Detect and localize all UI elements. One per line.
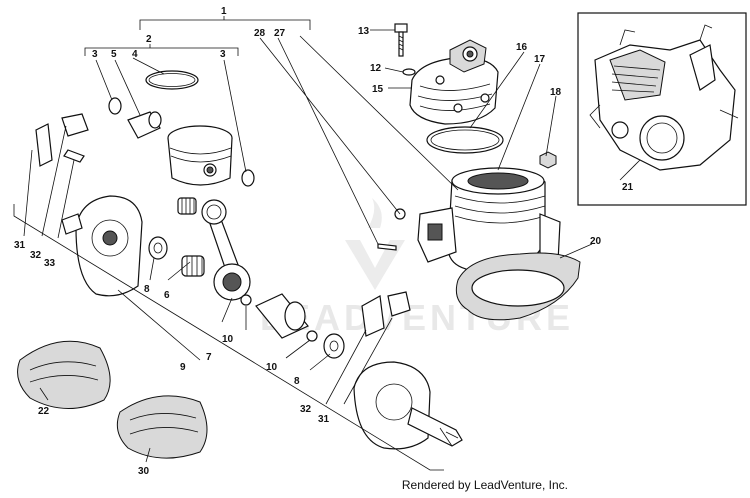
callout-16: 16: [516, 42, 528, 53]
callout-33: 33: [44, 258, 56, 269]
callout-12: 12: [370, 63, 382, 74]
engine-inset: [577, 12, 747, 206]
callout-13: 13: [358, 26, 370, 37]
needle-bearing-large: [181, 255, 205, 277]
callout-28: 28: [254, 28, 266, 39]
thrust-washer-8b: [323, 333, 345, 359]
cylinder-head: [409, 39, 499, 125]
shop-towel-30: [116, 395, 208, 459]
bolt-33: [63, 149, 85, 163]
callout-5: 5: [111, 49, 117, 60]
head-bolt: [394, 23, 408, 57]
callout-15: 15: [372, 84, 384, 95]
callout-3: 3: [92, 49, 98, 60]
callout-6: 6: [164, 290, 170, 301]
callout-10: 10: [266, 362, 278, 373]
callout-numbers: 1 2 3 3 4 5 6 7 8 8 9 10 10 12 13 15 16 …: [14, 6, 634, 477]
washer-12: [402, 68, 416, 76]
key-plate-32a: [61, 113, 89, 137]
callout-30: 30: [138, 466, 150, 477]
circlip-3a: [108, 97, 122, 115]
callout-22: 22: [38, 406, 50, 417]
washer-10b: [306, 330, 318, 342]
piston: [167, 125, 233, 186]
callout-9: 9: [180, 362, 186, 373]
callout-3: 3: [220, 49, 226, 60]
callout-32: 32: [300, 404, 312, 415]
key-plate-32b: [387, 291, 411, 317]
callout-31: 31: [14, 240, 26, 251]
connecting-rod: [201, 199, 251, 301]
callout-4: 4: [132, 49, 138, 60]
callout-2: 2: [146, 34, 152, 45]
callout-8: 8: [144, 284, 150, 295]
callout-10: 10: [222, 334, 234, 345]
cylinder: [417, 167, 561, 271]
needle-bearing-small: [177, 197, 197, 215]
crank-half-left: [61, 195, 143, 297]
thrust-washer-8a: [148, 236, 168, 260]
nut-18: [539, 151, 557, 169]
callout-8: 8: [294, 376, 300, 387]
piston-ring-4: [145, 70, 199, 90]
key-plate-31b: [361, 295, 385, 337]
callout-7: 7: [206, 352, 212, 363]
dowel-pin-27: [377, 243, 397, 251]
circlip-3b: [241, 169, 255, 187]
leader-lines: [13, 16, 641, 471]
credit-text: Rendered by LeadVenture, Inc.: [401, 478, 568, 492]
head-gasket-ring: [426, 126, 504, 154]
piston-pin-5: [127, 111, 162, 139]
callout-31: 31: [318, 414, 330, 425]
key-plate-31a: [35, 123, 53, 167]
washer-10a: [240, 294, 252, 306]
callout-18: 18: [550, 87, 562, 98]
callout-21: 21: [622, 182, 634, 193]
callout-20: 20: [590, 236, 602, 247]
crank-pin: [255, 293, 309, 339]
crank-half-right: [353, 361, 463, 450]
shop-towel-22: [17, 340, 111, 409]
base-gasket: [455, 252, 581, 321]
callout-1: 1: [221, 6, 227, 17]
callout-17: 17: [534, 54, 546, 65]
callout-32: 32: [30, 250, 42, 261]
callout-27: 27: [274, 28, 286, 39]
